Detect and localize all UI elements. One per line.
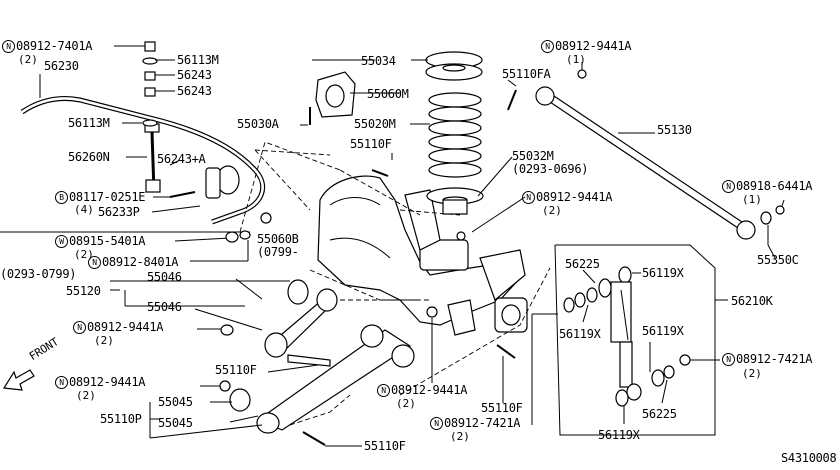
n-mark-icon: N	[522, 191, 535, 204]
n-mark-icon: N	[722, 180, 735, 193]
part-56233P: 56233P	[98, 205, 140, 219]
date-range-0293-0696: (0293-0696)	[512, 162, 589, 176]
part-number: 08912-9441A	[536, 190, 613, 204]
part-56230: 56230	[44, 59, 79, 73]
part-number: 08918-6441A	[736, 179, 813, 193]
quantity: (1)	[566, 53, 586, 66]
part-55045-b: 55045	[158, 416, 193, 430]
part-56243-b: 56243	[177, 84, 212, 98]
part-55032M: 55032M	[512, 149, 554, 163]
part-number: 08915-5401A	[69, 234, 146, 248]
part-55045-a: 55045	[158, 395, 193, 409]
coil-spring	[425, 51, 484, 215]
part-55110FA: 55110FA	[502, 67, 551, 81]
part-55046-b: 55046	[147, 300, 182, 314]
part-56119X-bottom: 56119X	[598, 428, 640, 442]
part-56225-top: 56225	[565, 257, 600, 271]
part-56243-a: 56243	[177, 68, 212, 82]
part-number: 08912-7421A	[444, 416, 521, 430]
date-range-0799: (0799-	[257, 245, 299, 259]
part-number: 08912-9441A	[87, 320, 164, 334]
part-55130: 55130	[657, 123, 692, 137]
part-55120: 55120	[66, 284, 101, 298]
part-number: 08912-9441A	[555, 39, 632, 53]
date-range-0293-0799: (0293-0799)	[0, 267, 77, 281]
part-55110P: 55110P	[100, 412, 142, 426]
nut-56243	[144, 41, 156, 52]
axle-housing	[317, 175, 521, 326]
washer-56113M	[142, 57, 158, 65]
part-number: 08912-7421A	[736, 352, 813, 366]
n-mark-icon: N	[430, 417, 443, 430]
n-mark-icon: N	[541, 40, 554, 53]
part-55060B: 55060B	[257, 232, 299, 246]
bushing-clamp	[205, 167, 221, 199]
b-mark-icon: B	[55, 191, 68, 204]
part-56243A: 56243+A	[157, 152, 206, 166]
w-mark-icon: W	[55, 235, 68, 248]
part-55034: 55034	[361, 54, 396, 68]
part-number: 08912-9441A	[391, 383, 468, 397]
n-mark-icon: N	[55, 376, 68, 389]
quantity: (2)	[396, 397, 416, 410]
part-56119X-mid: 56119X	[559, 327, 601, 341]
quantity: (2)	[742, 367, 762, 380]
part-55110F-top: 55110F	[350, 137, 392, 151]
diagram-code: S4310008	[781, 451, 837, 465]
part-56119X-right: 56119X	[642, 324, 684, 338]
bushing-55046-bot	[264, 332, 288, 358]
part-55110F-center: 55110F	[481, 401, 523, 415]
part-55350C: 55350C	[757, 253, 799, 267]
quantity: (2)	[76, 389, 96, 402]
quantity: (4)	[74, 203, 94, 216]
front-arrow-icon	[2, 369, 35, 391]
n-mark-icon: N	[722, 353, 735, 366]
part-55046-a: 55046	[147, 270, 182, 284]
quantity: (2)	[450, 430, 470, 443]
quantity: (2)	[18, 53, 38, 66]
shock-absorber	[610, 266, 642, 401]
part-55020M: 55020M	[354, 117, 396, 131]
part-number: 08912-8401A	[102, 255, 179, 269]
quantity: (2)	[542, 204, 562, 217]
part-56119X-top: 56119X	[642, 266, 684, 280]
part-55030A: 55030A	[237, 117, 279, 131]
quantity: (1)	[742, 193, 762, 206]
part-number: 08912-7401A	[16, 39, 93, 53]
n-mark-icon: N	[2, 40, 15, 53]
part-56260N: 56260N	[68, 150, 110, 164]
n-mark-icon: N	[73, 321, 86, 334]
part-56113M: 56113M	[68, 116, 110, 130]
part-55110F-bot: 55110F	[364, 439, 406, 453]
part-55060M: 55060M	[367, 87, 409, 101]
quantity: (2)	[94, 334, 114, 347]
part-55110F-mid: 55110F	[215, 363, 257, 377]
part-number: 08912-9441A	[69, 375, 146, 389]
part-56210K: 56210K	[731, 294, 773, 308]
part-number: 08117-0251E	[69, 190, 146, 204]
part-56113M-top: 56113M	[177, 53, 219, 67]
n-mark-icon: N	[377, 384, 390, 397]
bushing-55046-top	[287, 279, 309, 305]
part-56225-bottom: 56225	[642, 407, 677, 421]
n-mark-icon: N	[88, 256, 101, 269]
